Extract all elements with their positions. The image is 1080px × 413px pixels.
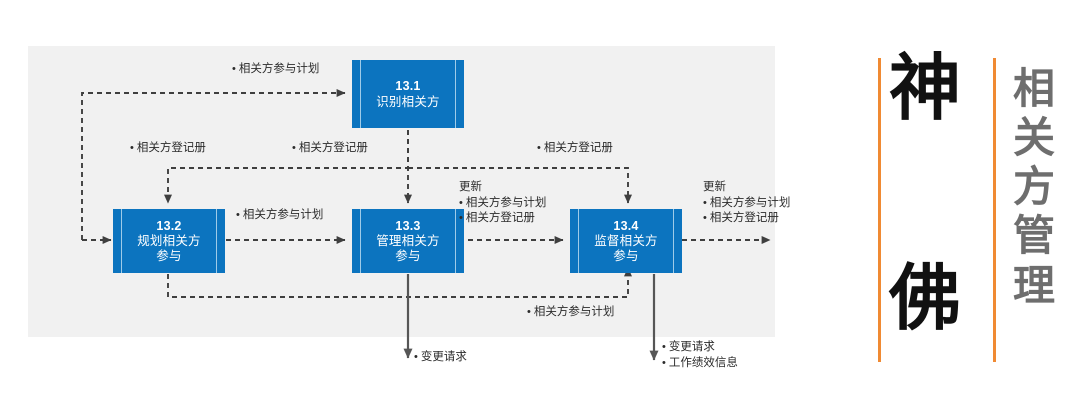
box-inner-rule-right <box>455 60 456 128</box>
vertical-title: 相关方管理 <box>1012 64 1055 310</box>
flow-label-update-group-right: 更新 相关方参与计划 相关方登记册 <box>703 180 790 227</box>
update-item-engagement-plan: 相关方参与计划 <box>459 196 547 212</box>
brand-char-top: 神 <box>889 46 962 130</box>
process-number: 13.1 <box>395 79 421 94</box>
box-inner-rule-right <box>216 209 217 273</box>
process-title-line-2: 参与 <box>613 248 639 263</box>
update-heading: 更新 <box>459 181 482 193</box>
process-box-13-3[interactable]: 13.3 管理相关方 参与 <box>352 209 464 273</box>
output-item-change-request: 变更请求 <box>662 340 738 356</box>
output-label-group-13-4: 变更请求 工作绩效信息 <box>662 340 738 371</box>
process-title-line-1: 规划相关方 <box>137 234 201 249</box>
update-item-register: 相关方登记册 <box>459 211 546 227</box>
flow-label-register-left: 相关方登记册 <box>130 141 206 157</box>
process-title-line-1: 识别相关方 <box>376 94 440 109</box>
flow-label-register-middle: 相关方登记册 <box>292 141 368 157</box>
flow-label-engagement-plan-middle: 相关方参与计划 <box>236 208 324 224</box>
process-number: 13.2 <box>156 219 182 234</box>
update-item-engagement-plan: 相关方参与计划 <box>703 196 791 212</box>
box-inner-rule-right <box>455 209 456 273</box>
box-inner-rule-right <box>673 209 674 273</box>
accent-rule-left <box>878 58 881 362</box>
accent-rule-right <box>993 58 996 362</box>
flow-label-engagement-plan-bottom: 相关方参与计划 <box>527 305 615 321</box>
diagram-connectors <box>81 89 771 361</box>
process-number: 13.3 <box>395 219 421 234</box>
flow-label-top-engagement-plan: 相关方参与计划 <box>232 62 320 78</box>
process-title-line-1: 管理相关方 <box>376 234 440 249</box>
process-title-line-2: 参与 <box>156 248 182 263</box>
box-inner-rule-left <box>121 209 122 273</box>
process-title-line-1: 监督相关方 <box>594 234 658 249</box>
process-flow-diagram: 13.1 识别相关方 13.2 规划相关方 参与 13.3 管理相关方 参与 1… <box>0 0 845 413</box>
process-number: 13.4 <box>613 219 639 234</box>
update-heading: 更新 <box>703 181 726 193</box>
process-title-line-2: 参与 <box>395 248 421 263</box>
output-label-change-request-13-3: 变更请求 <box>414 350 467 366</box>
flow-label-register-right: 相关方登记册 <box>537 141 613 157</box>
box-inner-rule-left <box>360 209 361 273</box>
title-panel: 神 佛 相关方管理 <box>845 0 1080 413</box>
output-item-work-performance-info: 工作绩效信息 <box>662 356 738 372</box>
process-box-13-4[interactable]: 13.4 监督相关方 参与 <box>570 209 682 273</box>
process-box-13-1[interactable]: 13.1 识别相关方 <box>352 60 464 128</box>
flow-label-update-group-middle: 更新 相关方参与计划 相关方登记册 <box>459 180 546 227</box>
update-item-register: 相关方登记册 <box>703 211 790 227</box>
process-box-13-2[interactable]: 13.2 规划相关方 参与 <box>113 209 225 273</box>
brand-char-bottom: 佛 <box>889 256 962 340</box>
box-inner-rule-left <box>578 209 579 273</box>
box-inner-rule-left <box>360 60 361 128</box>
